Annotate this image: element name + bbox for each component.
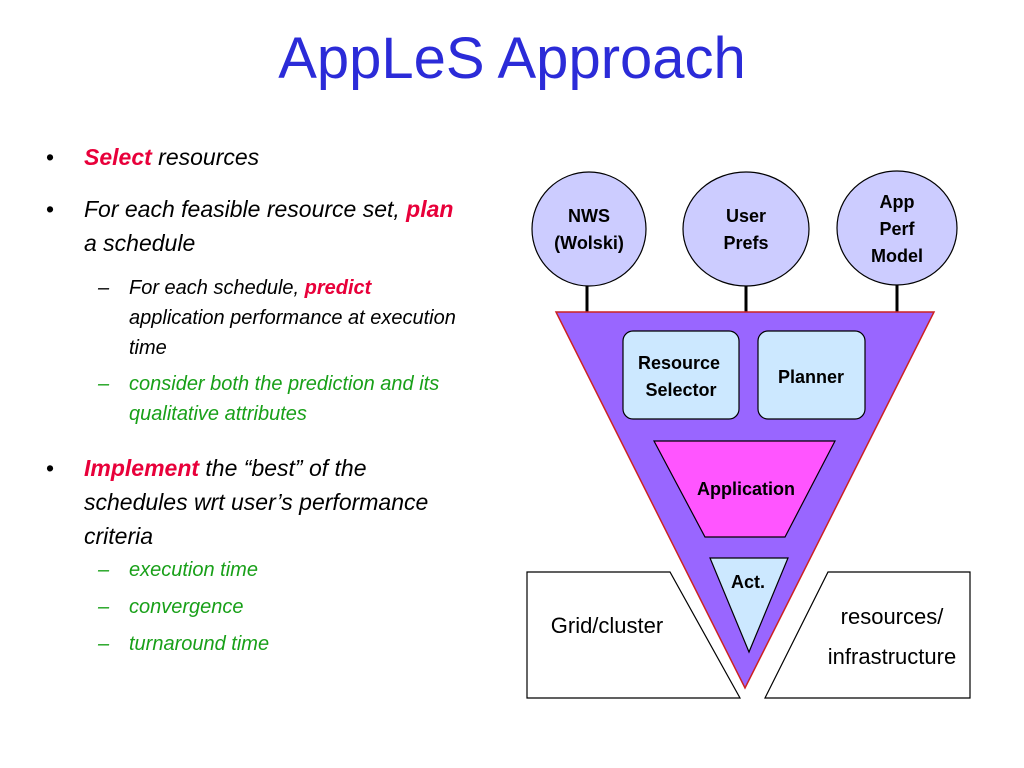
keyword-plan: plan — [406, 196, 454, 222]
sub-bullet-execution-time: –execution time — [40, 555, 460, 585]
dash: – — [98, 373, 110, 395]
sub-bullet-text: turnaround time — [129, 633, 270, 655]
actuator-label: Act. — [731, 572, 765, 592]
sub-bullet-text: execution time — [129, 559, 258, 581]
bullet-text: a schedule — [84, 230, 196, 256]
resource-selector-label: Resource — [638, 353, 720, 373]
grid-cluster-box — [526, 571, 742, 699]
sub-bullet-predict: –For each schedule, predict application … — [40, 273, 460, 363]
bullet-implement: • Implement the “best” of the schedules w… — [40, 451, 460, 553]
sub-bullet-convergence: –convergence — [40, 592, 460, 622]
bullet-text: resources — [151, 144, 260, 170]
resources-label: resources/ — [841, 604, 945, 629]
application-label: Application — [697, 479, 795, 499]
app-perf-model-label: App — [880, 192, 915, 212]
bullet-text: the “best” of the schedules wrt user’s p… — [84, 455, 429, 549]
nws-label: (Wolski) — [554, 233, 624, 253]
actuator-shape — [709, 557, 789, 654]
bullet-dot: • — [46, 196, 55, 222]
app-perf-model-label: Perf — [879, 219, 915, 239]
user-prefs-label: Prefs — [723, 233, 768, 253]
planner-box — [757, 330, 866, 420]
nws-label: NWS — [568, 206, 610, 226]
sub-bullet-text: For each schedule, — [129, 277, 305, 299]
infrastructure-label: infrastructure — [828, 644, 956, 669]
keyword-predict: predict — [304, 277, 372, 299]
planner-label: Planner — [778, 367, 844, 387]
resource-selector-box — [622, 330, 740, 420]
bullet-text: For each feasible resource set, — [84, 196, 407, 222]
bullet-plan: • For each feasible resource set, plan a … — [40, 192, 460, 260]
bullet-dot: • — [46, 455, 55, 481]
app-perf-model-label: Model — [871, 246, 923, 266]
user-prefs-circle — [682, 171, 810, 287]
resource-selector-label: Selector — [645, 380, 716, 400]
keyword-select: Select — [84, 144, 152, 170]
sub-bullet-text: consider both the prediction and its qua… — [129, 373, 440, 425]
resources-infrastructure-box — [764, 571, 971, 699]
grid-cluster-label: Grid/cluster — [551, 613, 663, 638]
dash: – — [98, 596, 110, 618]
app-perf-model-circle — [836, 170, 958, 286]
bullet-select: • Select resources — [40, 140, 460, 174]
nws-circle — [531, 171, 647, 287]
dash: – — [98, 277, 110, 299]
slide-title: AppLeS Approach — [278, 26, 746, 91]
sub-bullet-turnaround-time: –turnaround time — [40, 629, 460, 659]
dash: – — [98, 559, 110, 581]
sub-bullet-consider: –consider both the prediction and its qu… — [40, 369, 460, 429]
application-shape — [653, 440, 836, 538]
user-prefs-label: User — [726, 206, 766, 226]
dash: – — [98, 633, 110, 655]
bullet-dot: • — [46, 144, 55, 170]
keyword-implement: Implement — [84, 455, 200, 481]
sub-bullet-text: application performance at execution tim… — [129, 307, 456, 359]
sub-bullet-text: convergence — [129, 596, 244, 618]
bullet-list: • Select resources • For each feasible res… — [40, 140, 460, 659]
